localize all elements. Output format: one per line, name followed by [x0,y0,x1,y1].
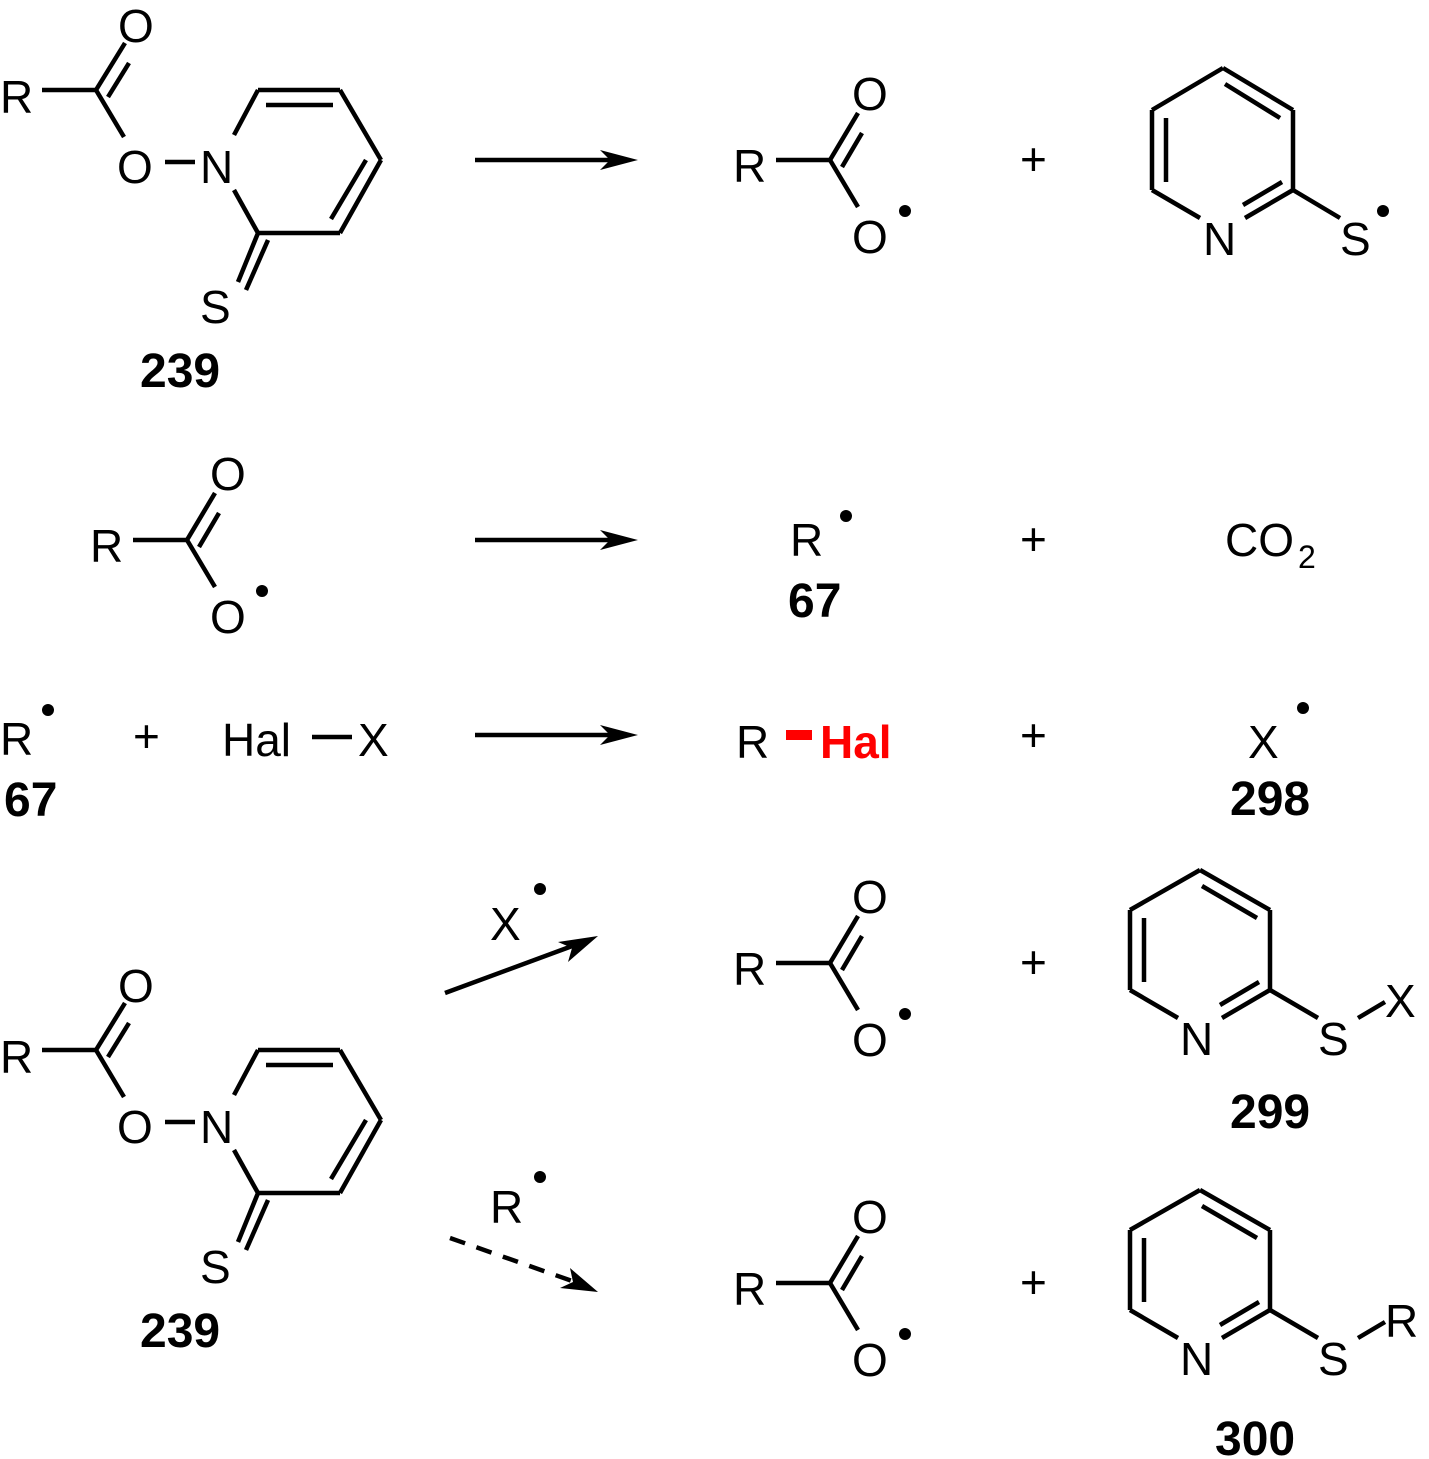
acyloxy-radical-1: R O O [733,68,911,263]
acyloxy-radical-3: R O O [733,871,911,1066]
compound-239-bottom: R O O N S 239 [0,960,383,1358]
svg-text:O: O [118,960,154,1012]
plus-3: + [133,710,160,762]
svg-text:O: O [852,1191,888,1243]
svg-text:R: R [0,713,33,765]
svg-text:R: R [733,943,766,995]
halogen-radical-298: X 298 [1230,702,1310,826]
svg-text:X: X [1385,975,1416,1027]
svg-text:N: N [1203,213,1236,265]
pyridylthiyl-radical: N S [1149,66,1389,265]
plus-1: + [1020,133,1047,185]
svg-text:67: 67 [788,575,841,628]
svg-text:R: R [1385,1295,1418,1347]
svg-text:N: N [200,141,233,193]
arrow-r-radical-dashed: R [449,1171,598,1292]
svg-text:300: 300 [1215,1413,1295,1459]
svg-text:239: 239 [140,345,220,398]
svg-text:O: O [118,0,154,52]
compound-239-top: R O O N S 239 [0,0,383,398]
svg-text:O: O [117,1101,153,1153]
svg-text:S: S [200,281,231,333]
hal-x: Hal X [222,714,389,766]
svg-text:R: R [736,716,769,768]
svg-text:N: N [200,1101,233,1153]
plus-4: + [1020,709,1047,761]
svg-text:S: S [1318,1333,1349,1385]
svg-text:O: O [852,1014,888,1066]
svg-text:X: X [358,714,389,766]
svg-text:Hal: Hal [222,714,291,766]
svg-text:R: R [733,1263,766,1315]
svg-text:R: R [733,140,766,192]
plus-2: + [1020,513,1047,565]
svg-text:O: O [117,141,153,193]
svg-text:S: S [1340,213,1371,265]
svg-text:Hal: Hal [820,716,892,768]
svg-text:67: 67 [4,774,57,827]
alkyl-halide-product: R Hal [736,716,892,768]
svg-text:R: R [90,520,123,572]
plus-6: + [1020,1256,1047,1308]
svg-text:298: 298 [1230,773,1310,826]
svg-text:S: S [1318,1013,1349,1065]
svg-text:O: O [852,68,888,120]
alkyl-radical-67-reactant: R 67 [0,704,57,827]
svg-text:O: O [852,871,888,923]
svg-text:239: 239 [140,1305,220,1358]
plus-5: + [1020,936,1047,988]
svg-text:S: S [200,1241,231,1293]
svg-text:X: X [1248,716,1279,768]
svg-text:N: N [1180,1013,1213,1065]
svg-text:O: O [852,211,888,263]
svg-text:R: R [0,71,33,123]
alkyl-radical-67: R 67 [788,510,852,628]
arrow-x-radical: X [444,883,598,996]
svg-text:X: X [490,898,521,950]
svg-text:N: N [1180,1333,1213,1385]
acyloxy-radical-4: R O O [733,1191,911,1386]
svg-text:O: O [210,591,246,643]
svg-text:R: R [490,1181,523,1233]
svg-text:O: O [210,448,246,500]
carbon-dioxide: CO 2 [1225,514,1316,575]
svg-text:R: R [790,514,823,566]
compound-299: N S X 299 [1127,868,1416,1139]
compound-300: N S R 300 [1127,1188,1418,1459]
acyloxy-radical-2: R O O [90,448,268,643]
svg-text:299: 299 [1230,1086,1310,1139]
svg-text:CO: CO [1225,514,1294,566]
svg-text:2: 2 [1298,539,1316,575]
svg-text:O: O [852,1334,888,1386]
svg-text:R: R [0,1031,33,1083]
